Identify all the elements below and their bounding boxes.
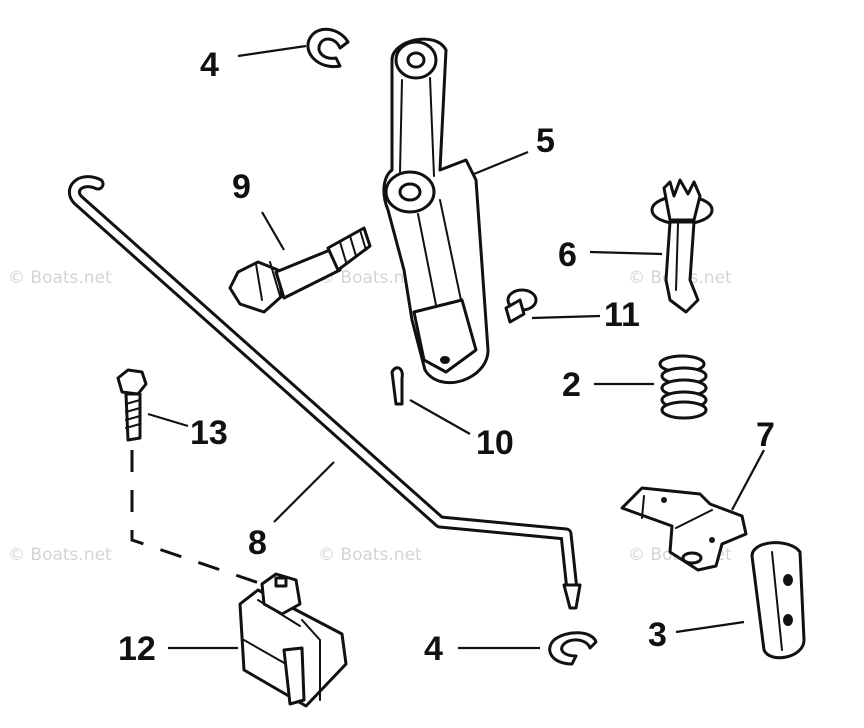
part-11-screw — [504, 288, 538, 324]
part-6-push-rivet — [650, 178, 714, 314]
callout-8: 8 — [248, 524, 267, 562]
callout-9: 9 — [232, 168, 251, 206]
leader-lines — [147, 44, 765, 650]
assembly-dashed-line — [130, 450, 266, 587]
callout-2: 2 — [562, 366, 581, 404]
watermark: © Boats.net — [318, 268, 422, 288]
part-2-spring — [658, 354, 708, 420]
callout-5: 5 — [536, 122, 555, 160]
part-13-bolt — [116, 368, 148, 442]
callout-3: 3 — [648, 616, 667, 654]
part-7-bracket — [620, 486, 748, 572]
part-8-link-rod — [68, 175, 582, 610]
part-4-clip-top — [306, 27, 350, 69]
part-4-clip-bottom — [548, 631, 598, 666]
part-5-lever-arm — [382, 37, 490, 385]
part-12-housing — [238, 572, 348, 708]
callout-7: 7 — [756, 416, 775, 454]
watermark: © Boats.net — [318, 545, 422, 565]
callout-6: 6 — [558, 236, 577, 274]
callout-11: 11 — [604, 296, 640, 334]
watermark: © Boats.net — [8, 545, 112, 565]
callouts: 4 5 9 6 11 2 10 13 7 8 3 12 4 — [118, 46, 775, 668]
part-10-cotter-pin — [390, 366, 404, 406]
callout-4: 4 — [200, 46, 219, 84]
callout-10: 10 — [476, 424, 514, 462]
callout-12: 12 — [118, 630, 156, 668]
part-9-shoulder-bolt — [228, 226, 372, 314]
callout-4: 4 — [424, 630, 443, 668]
callout-13: 13 — [190, 414, 228, 452]
part-3-slide-block — [750, 541, 806, 660]
watermark: © Boats.net — [8, 268, 112, 288]
